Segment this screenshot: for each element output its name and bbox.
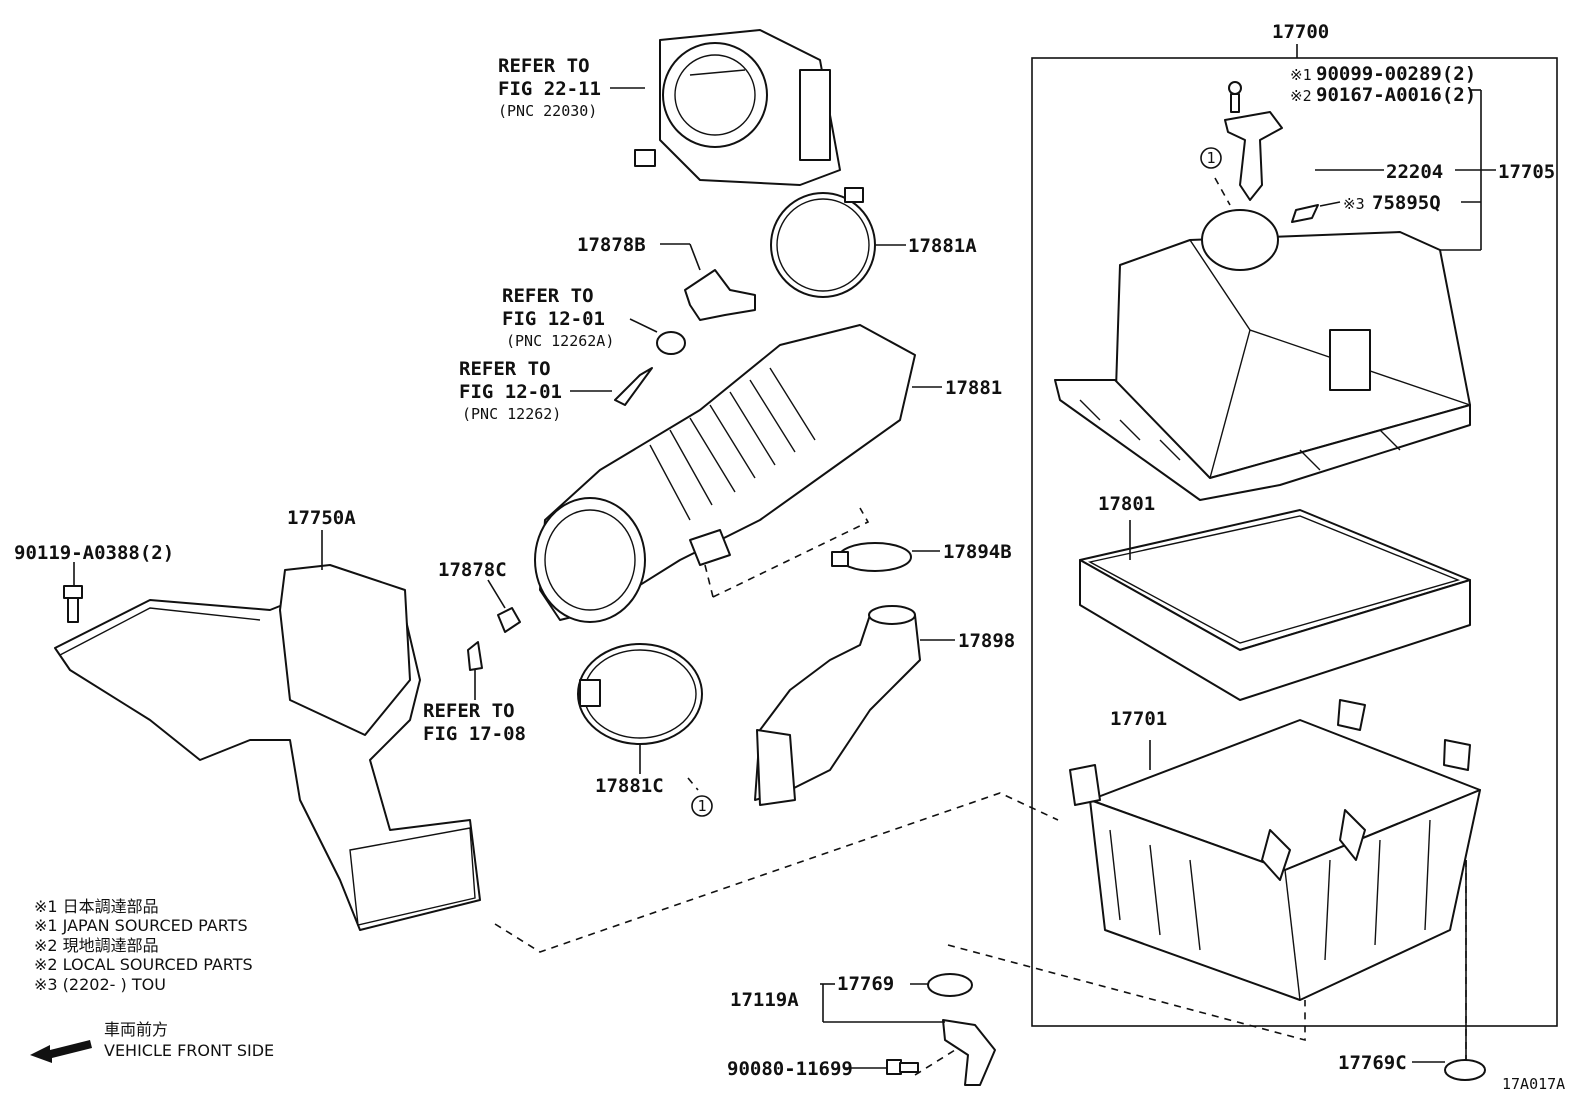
label-17878b: 17878B: [577, 234, 646, 256]
sensor-drawing: [1224, 111, 1319, 223]
label-17801: 17801: [1098, 493, 1155, 515]
callout-circle-1-bottom: 1: [697, 797, 706, 815]
refer-hose-line2: FIG 12-01: [459, 381, 562, 403]
air-cleaner-cap-drawing: [1054, 209, 1471, 501]
legend-line-3: ※2 現地調達部品: [34, 936, 159, 955]
legend-line-4: ※2 LOCAL SOURCED PARTS: [34, 955, 253, 974]
label-22204: 22204: [1386, 161, 1443, 183]
resonator-pipe-drawing: [754, 605, 921, 806]
refer-hose-line1: REFER TO: [459, 358, 551, 380]
bolt-drawing: [63, 585, 83, 623]
callout-circle-1-top: 1: [1206, 149, 1215, 167]
throttle-body-drawing: [634, 29, 841, 186]
refer-cap-line2: FIG 12-01: [502, 308, 605, 330]
mark-1: ※1: [1290, 66, 1312, 84]
figure-id: 17A017A: [1502, 1075, 1565, 1093]
label-90119: 90119-A0388(2): [14, 542, 174, 564]
label-17705: 17705: [1498, 161, 1555, 183]
clamp-a-drawing: [770, 187, 876, 298]
label-17700: 17700: [1272, 21, 1329, 43]
cap-drawing: [656, 331, 686, 355]
label-90080: 90080-11699: [727, 1058, 853, 1080]
clamp-c-drawing: [577, 643, 703, 745]
label-17878c: 17878C: [438, 559, 507, 581]
mark-2: ※2: [1290, 87, 1312, 105]
label-75895q: 75895Q: [1372, 192, 1441, 214]
legend-line-2: ※1 JAPAN SOURCED PARTS: [34, 916, 248, 935]
bracket-bolt-drawing: [886, 1059, 919, 1075]
refer-duct-line2: FIG 17-08: [423, 723, 526, 745]
label-90167: 90167-A0016(2): [1316, 84, 1476, 106]
refer-duct-line1: REFER TO: [423, 700, 515, 722]
hose-connector-c-drawing: [467, 607, 521, 671]
clamp-b-drawing: [831, 542, 912, 572]
front-label-jp: 車両前方: [104, 1020, 168, 1039]
label-17769c: 17769C: [1338, 1052, 1407, 1074]
intake-hose-drawing: [534, 324, 916, 623]
screw-drawing: [1228, 81, 1242, 113]
label-17898: 17898: [958, 630, 1015, 652]
front-direction-arrow-icon: [30, 1040, 92, 1063]
front-label-en: VEHICLE FRONT SIDE: [104, 1041, 274, 1060]
label-17119a: 17119A: [730, 989, 799, 1011]
legend-line-5: ※3 (2202- ) TOU: [34, 975, 166, 994]
label-17750a: 17750A: [287, 507, 356, 529]
refer-throttle-line2: FIG 22-11: [498, 78, 601, 100]
label-17769: 17769: [837, 973, 894, 995]
label-17701: 17701: [1110, 708, 1167, 730]
inlet-duct-drawing: [54, 564, 481, 931]
bracket-drawing: [942, 1019, 996, 1086]
refer-throttle-line3: (PNC 22030): [498, 102, 597, 120]
assembly-frame: [1031, 57, 1558, 1027]
refer-cap-line3: (PNC 12262A): [506, 332, 614, 350]
hose-connector-b-drawing: [684, 269, 756, 321]
grommet-drawing: [927, 973, 973, 997]
label-17881: 17881: [945, 377, 1002, 399]
small-hose-drawing: [614, 367, 653, 406]
refer-cap-line1: REFER TO: [502, 285, 594, 307]
filter-element-drawing: [1079, 509, 1471, 701]
refer-hose-line3: (PNC 12262): [462, 405, 561, 423]
bottom-grommet-drawing: [1444, 1059, 1486, 1081]
refer-throttle-line1: REFER TO: [498, 55, 590, 77]
mark-3: ※3: [1343, 195, 1365, 213]
air-cleaner-case-drawing: [1069, 699, 1481, 1001]
legend-line-1: ※1 日本調達部品: [34, 897, 159, 916]
label-90099: 90099-00289(2): [1316, 63, 1476, 85]
label-17894b: 17894B: [943, 541, 1012, 563]
label-17881a: 17881A: [908, 235, 977, 257]
label-17881c: 17881C: [595, 775, 664, 797]
